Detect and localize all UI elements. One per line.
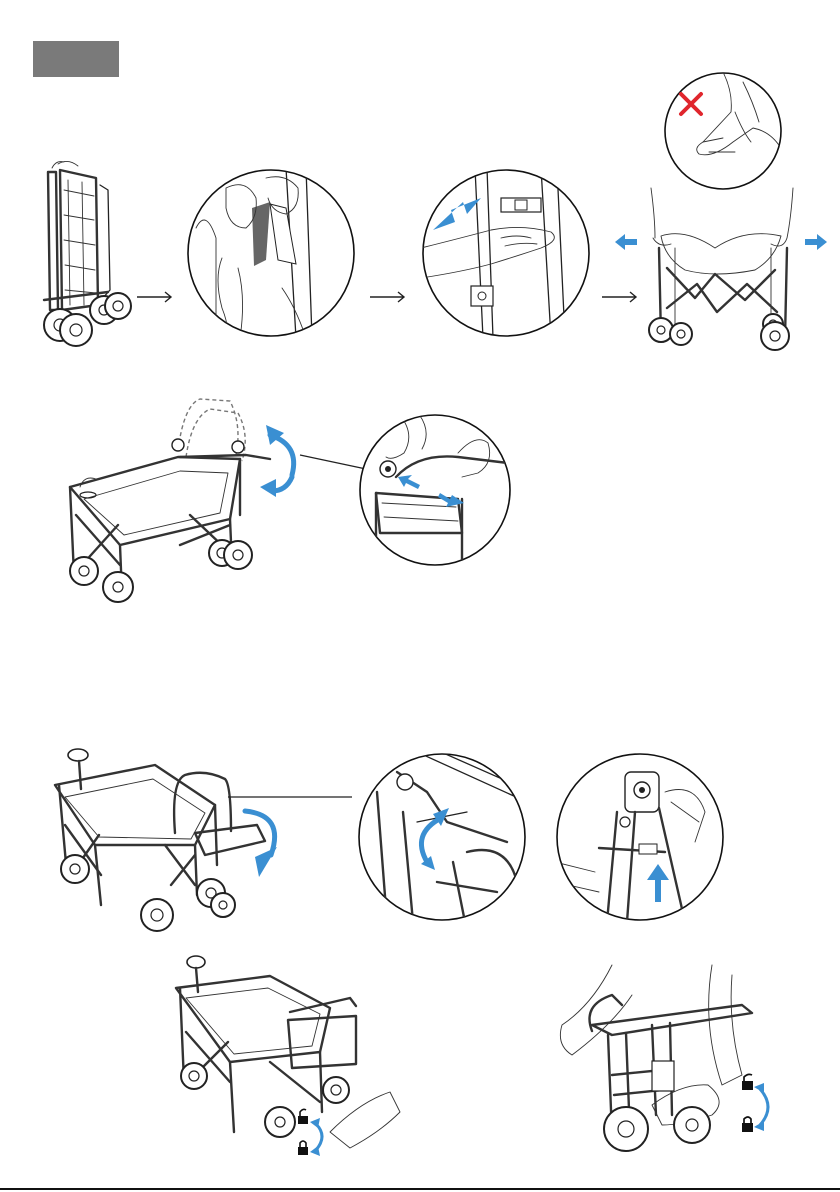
wagon-raise-handle-illustration [60, 395, 310, 610]
wagon-rear-handle-illustration [45, 745, 285, 935]
hinge-rotate-detail [357, 752, 527, 922]
brake-pedal-detail [552, 965, 792, 1165]
lock-push-up-detail [555, 752, 725, 922]
warning-detail [663, 72, 783, 190]
rotate-arrow-icon [260, 425, 294, 497]
arrow-right-icon [135, 290, 175, 304]
toggle-arrow-icon [760, 1089, 768, 1125]
footer-rule [0, 1188, 840, 1190]
arrow-right-icon [368, 290, 408, 304]
lock-icon [742, 1117, 753, 1132]
lock-icon [298, 1141, 308, 1155]
toggle-arrow-icon [316, 1124, 322, 1150]
pull-left-arrow-icon [615, 234, 637, 250]
step-badge [33, 41, 119, 77]
callout-line [228, 795, 358, 799]
pull-right-arrow-icon [805, 234, 827, 250]
unlock-icon [298, 1109, 308, 1124]
pull-frame-apart-illustration [615, 188, 835, 358]
unlock-icon [742, 1074, 753, 1090]
wagon-basket-brake-illustration [170, 952, 400, 1162]
folded-wagon-illustration [38, 160, 128, 360]
release-strap-detail [186, 168, 356, 338]
pull-handle-detail [421, 168, 591, 338]
handle-button-detail [358, 413, 513, 568]
